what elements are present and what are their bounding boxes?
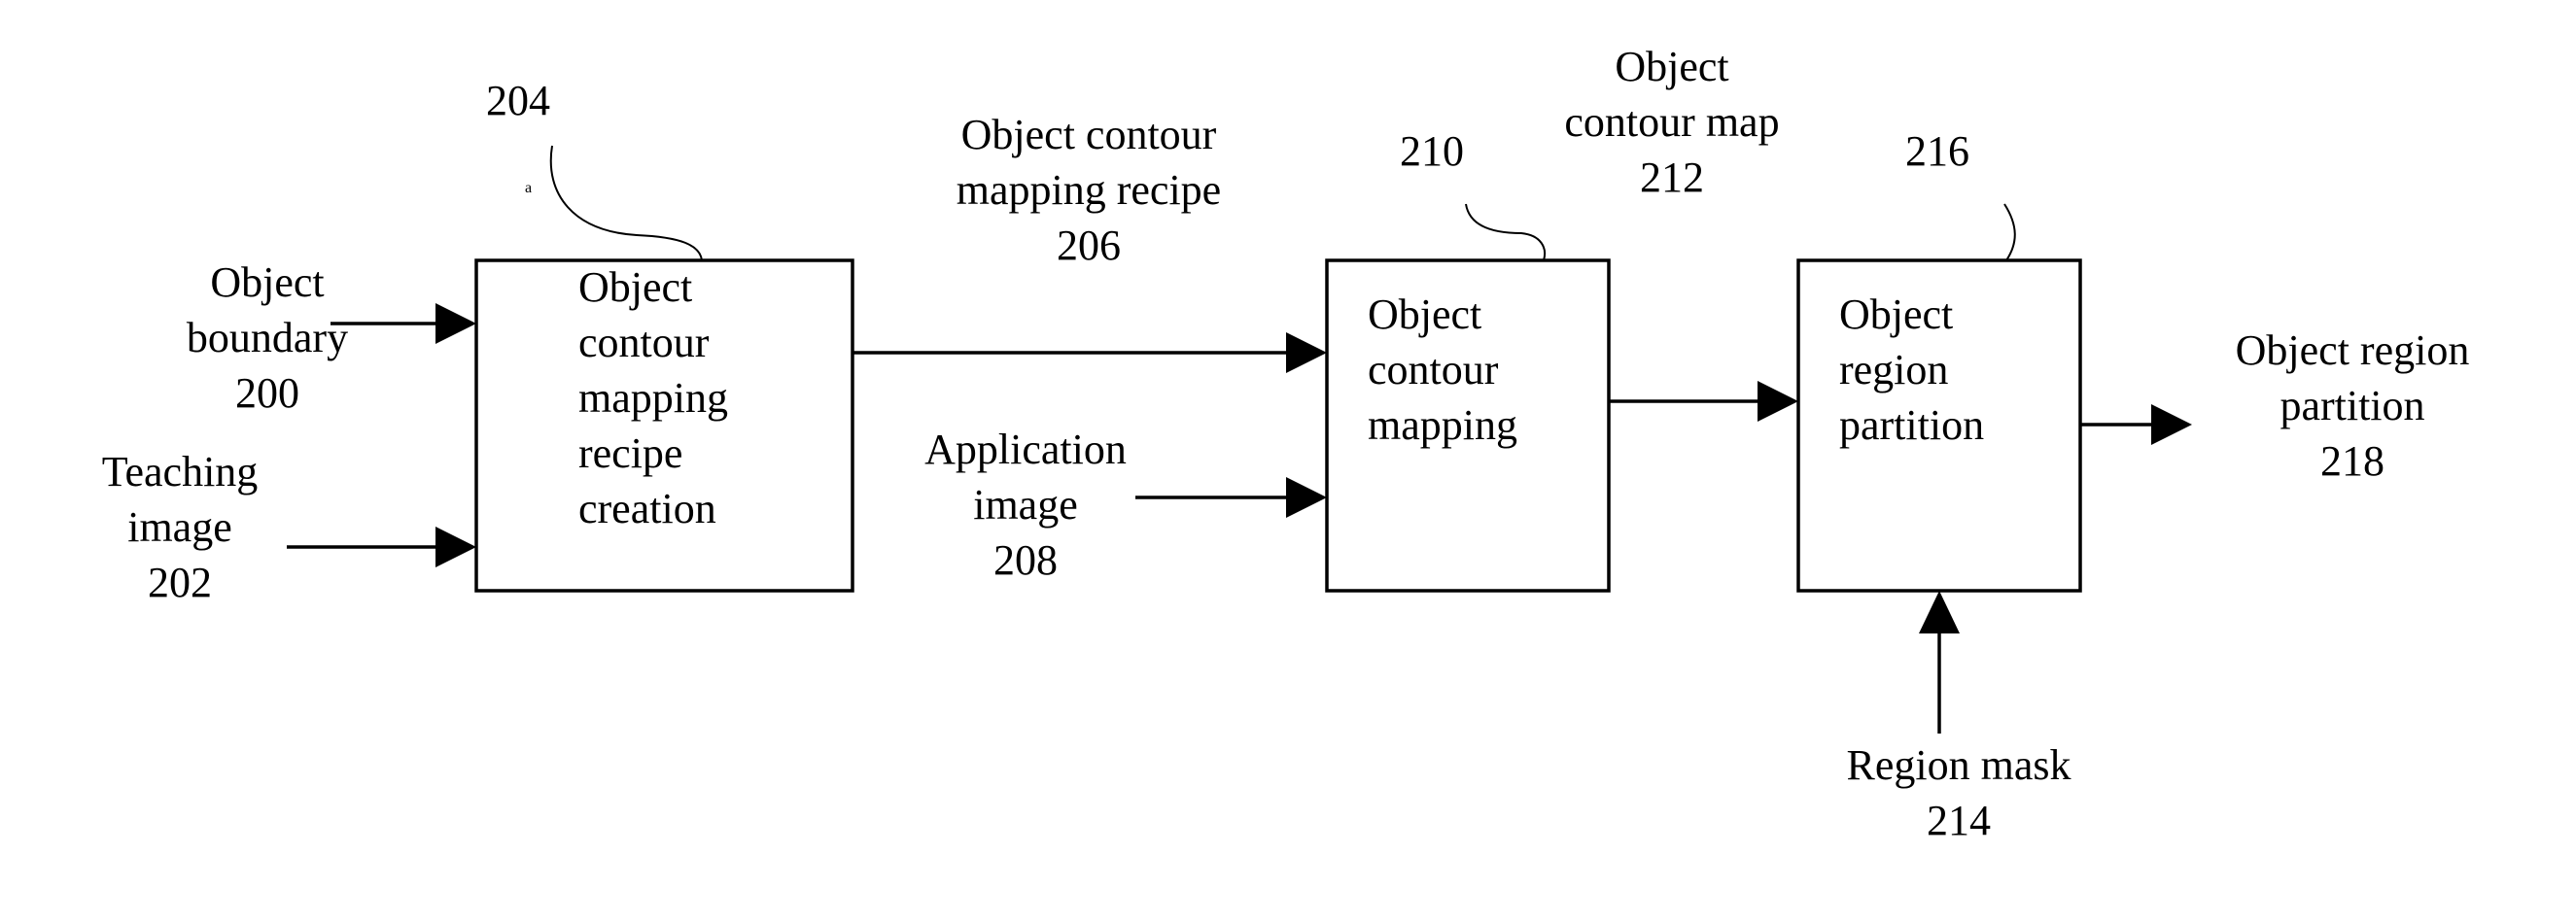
arrow-application-image-head bbox=[1286, 477, 1327, 518]
svg-text:Object: Object bbox=[1368, 291, 1481, 338]
svg-text:Object region: Object region bbox=[2236, 326, 2470, 374]
svg-text:image: image bbox=[973, 481, 1078, 529]
svg-text:contour: contour bbox=[578, 319, 710, 366]
region-partition-output-label: Object region partition 218 bbox=[2236, 326, 2470, 485]
arrow-region-mask-head bbox=[1919, 591, 1960, 633]
svg-text:Application: Application bbox=[924, 426, 1127, 473]
arrow-mapping-recipe-head bbox=[1286, 332, 1327, 373]
svg-text:region: region bbox=[1839, 346, 1948, 393]
svg-text:mapping: mapping bbox=[578, 374, 728, 422]
svg-text:Object contour: Object contour bbox=[961, 111, 1217, 158]
svg-text:Object: Object bbox=[210, 258, 324, 306]
svg-text:Object: Object bbox=[1839, 291, 1953, 338]
ref-numeral-204: 204 bbox=[486, 77, 550, 124]
svg-text:mapping: mapping bbox=[1368, 401, 1517, 449]
svg-text:boundary: boundary bbox=[187, 314, 348, 361]
arrow-contour-map-head bbox=[1758, 381, 1798, 422]
svg-text:Teaching: Teaching bbox=[102, 448, 259, 496]
svg-text:image: image bbox=[127, 503, 232, 551]
svg-text:214: 214 bbox=[1927, 797, 1991, 844]
svg-text:212: 212 bbox=[1640, 154, 1704, 201]
object-boundary-label: Object boundary 200 bbox=[187, 258, 348, 417]
leader-line-204 bbox=[551, 146, 702, 260]
ref-numeral-210: 210 bbox=[1400, 127, 1464, 175]
region-mask-label: Region mask 214 bbox=[1847, 741, 2071, 844]
arrow-object-boundary-head bbox=[435, 303, 476, 344]
svg-text:mapping recipe: mapping recipe bbox=[957, 166, 1221, 214]
svg-text:contour: contour bbox=[1368, 346, 1499, 393]
svg-text:recipe: recipe bbox=[578, 429, 682, 477]
svg-text:partition: partition bbox=[2280, 382, 2424, 429]
mapping-recipe-label: Object contour mapping recipe 206 bbox=[957, 111, 1221, 269]
svg-text:200: 200 bbox=[235, 369, 299, 417]
stray-mark: a bbox=[525, 180, 532, 196]
leader-line-210 bbox=[1466, 204, 1545, 260]
arrow-output-head bbox=[2151, 404, 2192, 445]
svg-text:218: 218 bbox=[2320, 437, 2385, 485]
teaching-image-label: Teaching image 202 bbox=[102, 448, 259, 606]
svg-text:partition: partition bbox=[1839, 401, 1984, 449]
arrow-teaching-image-head bbox=[435, 527, 476, 567]
contour-map-label: Object contour map 212 bbox=[1564, 43, 1779, 201]
svg-text:Object: Object bbox=[1615, 43, 1728, 90]
svg-text:208: 208 bbox=[993, 536, 1058, 584]
svg-text:creation: creation bbox=[578, 485, 716, 532]
svg-text:202: 202 bbox=[148, 559, 212, 606]
svg-text:contour map: contour map bbox=[1564, 98, 1779, 146]
svg-text:Region mask: Region mask bbox=[1847, 741, 2071, 789]
leader-line-216 bbox=[2004, 204, 2015, 260]
svg-text:206: 206 bbox=[1057, 222, 1121, 269]
svg-text:Object: Object bbox=[578, 263, 692, 311]
ref-numeral-216: 216 bbox=[1905, 127, 1969, 175]
application-image-label: Application image 208 bbox=[924, 426, 1127, 584]
